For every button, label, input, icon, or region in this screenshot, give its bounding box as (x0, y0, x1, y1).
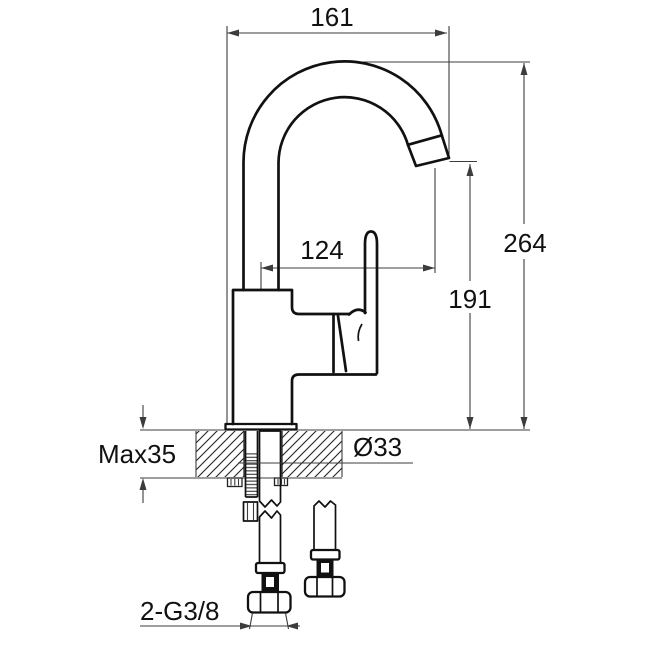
extension-lines (226, 26, 530, 425)
label-spout-width: 161 (310, 2, 353, 32)
hose-center-collar (254, 561, 286, 575)
hose-right-collar (309, 548, 341, 561)
handle-lever-blade (363, 230, 379, 375)
hose-center-upper (258, 430, 282, 508)
hose-right-body (313, 500, 337, 551)
hose-center-lower (258, 510, 282, 564)
countertop-ends (195, 431, 343, 477)
aerator-joint-line (406, 133, 444, 147)
cartridge-diagonal-line (336, 314, 348, 373)
dim-spout-projection-124: 124 (261, 235, 435, 272)
faucet-spout (242, 60, 451, 292)
countertop-hatch-left (196, 431, 244, 477)
arrowhead-bottom (466, 417, 474, 429)
handle-inner-stroke (357, 323, 363, 342)
spout-inner-curve (277, 95, 410, 292)
ext-ticks-g38 (248, 612, 290, 630)
threaded-stud (242, 431, 259, 522)
stud-threads (245, 452, 258, 497)
dim-overall-height-264: 264 (503, 63, 547, 429)
faucet (224, 60, 451, 431)
arrowhead-left (261, 264, 273, 272)
faucet-handle (332, 230, 379, 375)
label-outlet-height: 191 (448, 284, 491, 314)
hose-right-nut (303, 575, 346, 598)
handle-dome-detail (347, 308, 367, 316)
label-diameter-text: Ø33 (353, 432, 402, 462)
hose-right-nut-flats (316, 578, 334, 596)
dim-outlet-height-191: 191 (448, 164, 492, 429)
stud-lower-piece (242, 501, 259, 522)
countertop-section (140, 429, 530, 479)
arrowhead-up (139, 478, 147, 490)
label-supply-connection: 2-G3/8 (140, 596, 220, 626)
hose-right-neck-window (321, 563, 329, 573)
mounting-nut-left-lines (230, 479, 240, 486)
dim-spout-width-161: 161 (227, 2, 447, 37)
arrowhead-left (227, 29, 239, 37)
arrowhead-right (423, 264, 435, 272)
arrowhead-down (139, 417, 147, 429)
label-max-thickness: Max35 (98, 439, 176, 469)
faucet-body (224, 288, 378, 431)
stud-end (242, 501, 259, 522)
mounting-nut-right-lines (277, 479, 286, 485)
body-upper-outline (231, 288, 351, 426)
aerator-outlet (406, 133, 451, 168)
base-plate (224, 422, 298, 431)
mounting-nut-left (226, 477, 243, 488)
stud-end-lines (246, 503, 255, 520)
arrowhead-bottom (520, 417, 528, 429)
label-hole-diameter: Ø33 (238, 432, 413, 464)
mounting-nuts (226, 477, 289, 488)
arrowhead-right (435, 29, 447, 37)
label-spout-projection: 124 (300, 235, 343, 265)
body-lower-outline (290, 373, 378, 426)
arrowhead-top (466, 164, 474, 176)
stud-outline (244, 431, 259, 498)
dim-supply-connection: 2-G3/8 (140, 596, 300, 630)
dim-max-thickness: Max35 (98, 405, 176, 503)
supply-hose-center (246, 430, 292, 614)
hose-center-nut (246, 590, 292, 614)
arrowhead-right (286, 622, 298, 630)
hose-center-nut-flats (259, 593, 279, 612)
arrowhead-left (240, 622, 252, 630)
countertop-hatch-right (282, 431, 342, 477)
supply-hose-right (303, 500, 346, 598)
label-overall-height: 264 (503, 228, 546, 258)
spout-outer-curve (242, 60, 444, 292)
hose-center-neck-window (266, 577, 274, 587)
arrowhead-top (520, 63, 528, 75)
